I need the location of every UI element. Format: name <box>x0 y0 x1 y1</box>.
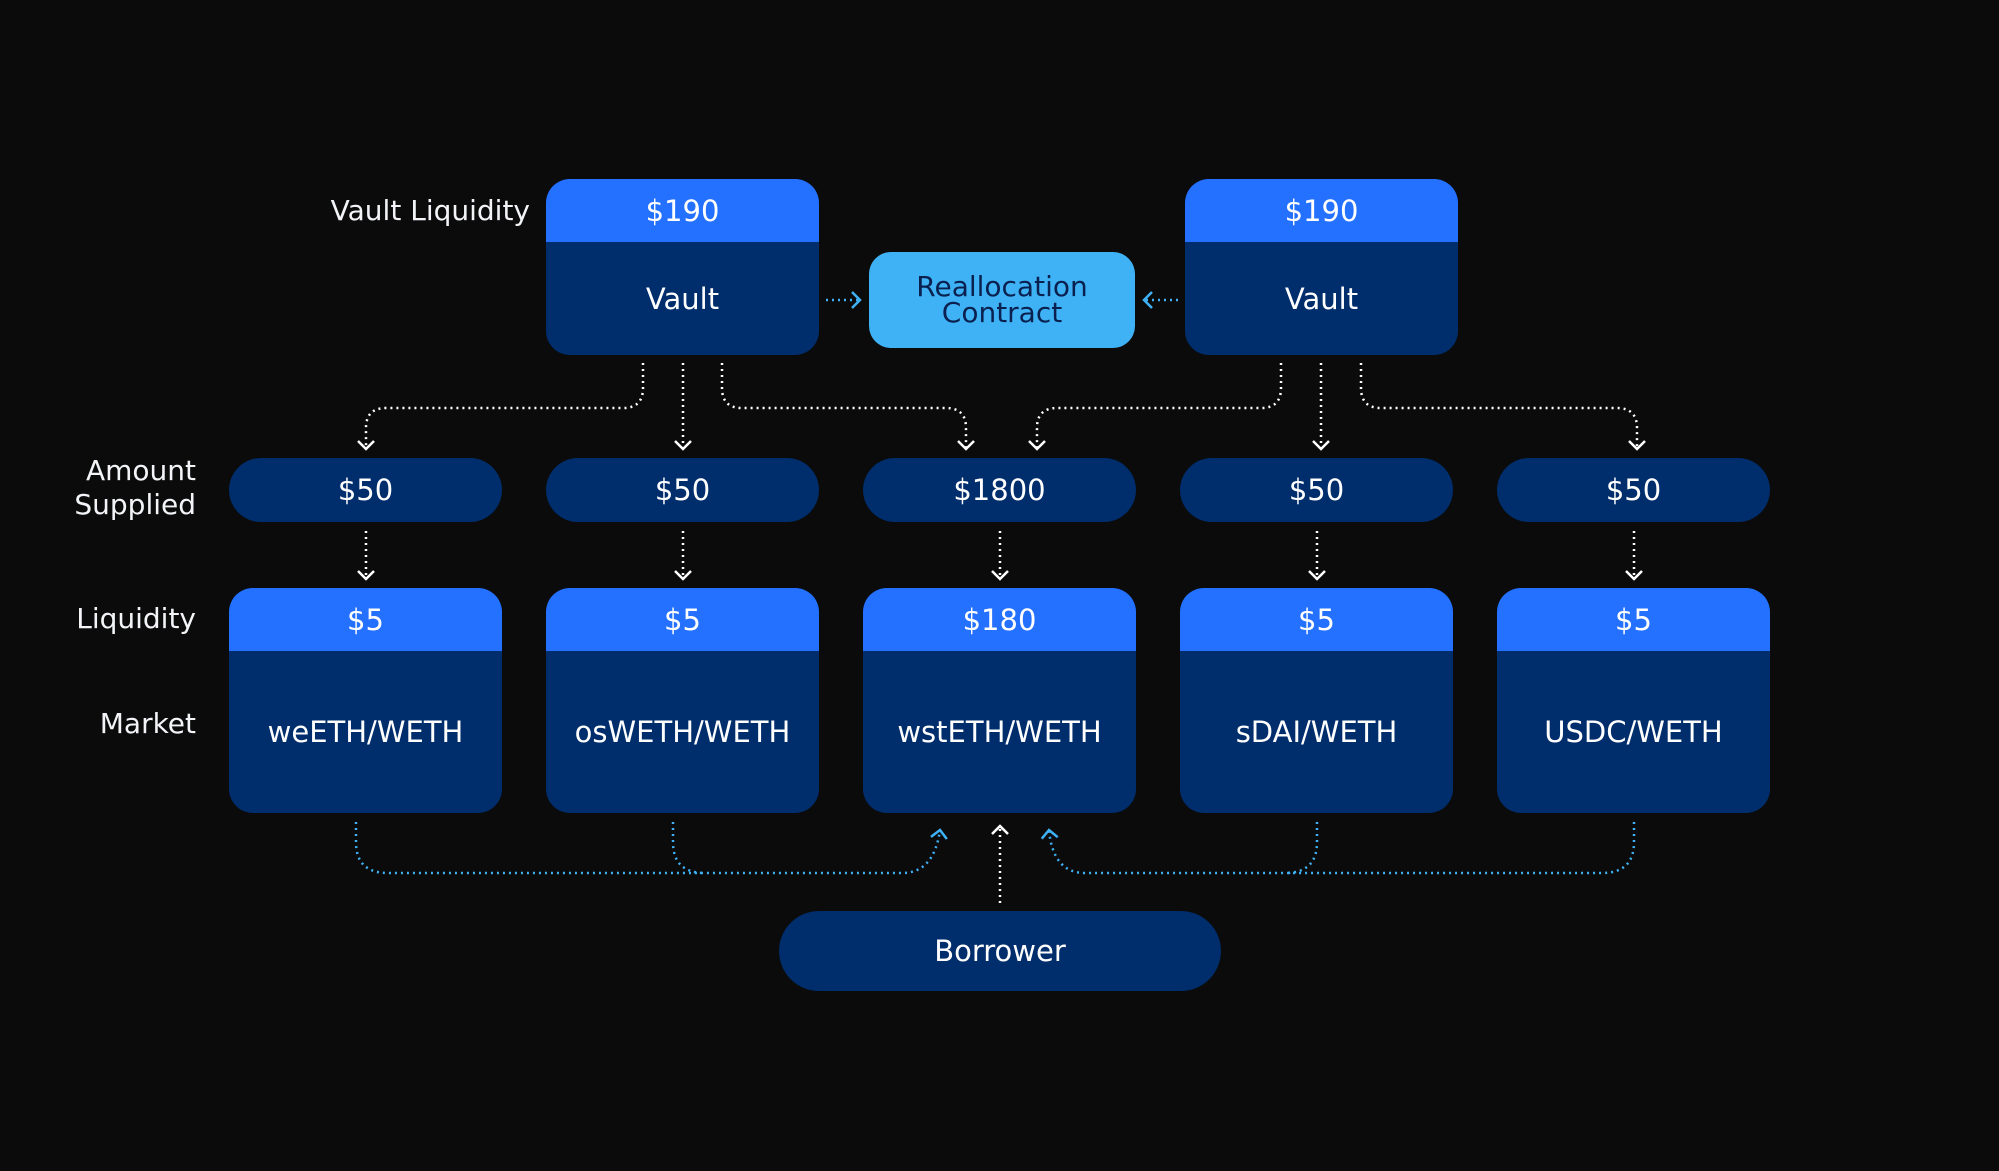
supplied-pill-2[interactable]: $50 <box>546 458 819 522</box>
reallocation-line1: Reallocation <box>916 270 1088 303</box>
market-name: osWETH/WETH <box>574 715 791 749</box>
vault-liquidity-value: $190 <box>546 179 819 242</box>
reallocation-contract[interactable]: Reallocation Contract <box>869 252 1135 348</box>
market-name: weETH/WETH <box>267 715 464 749</box>
borrower-pill[interactable]: Borrower <box>779 911 1221 991</box>
supplied-pill-4[interactable]: $50 <box>1180 458 1453 522</box>
market-liquidity-value: $5 <box>546 588 819 651</box>
vault2-to-market5-arrow <box>1359 363 1646 451</box>
vault-name: Vault <box>645 281 720 316</box>
market-liquidity-value: $180 <box>863 588 1136 651</box>
market-liquidity-value: $5 <box>229 588 502 651</box>
realloc-flow-market2 <box>671 822 706 875</box>
supplied-pill-3[interactable]: $1800 <box>863 458 1136 522</box>
amount-supplied-label-line1: Amount <box>85 454 196 487</box>
realloc-flow-right <box>1040 822 1636 875</box>
vault-name: Vault <box>1284 281 1359 316</box>
market-name: USDC/WETH <box>1544 715 1723 749</box>
market-label: Market <box>99 707 196 740</box>
market-liquidity-value: $5 <box>1180 588 1453 651</box>
supplied-pill-1[interactable]: $50 <box>229 458 502 522</box>
amount-supplied-label: Amount Supplied <box>40 454 196 522</box>
vault-liquidity-label: Vault Liquidity <box>330 194 530 227</box>
realloc-flow-left <box>354 822 948 875</box>
reallocation-line2: Contract <box>941 296 1063 329</box>
market-card-3[interactable]: $180 wstETH/WETH <box>863 588 1136 813</box>
supplied-pill-5[interactable]: $50 <box>1497 458 1770 522</box>
realloc-flow-market4 <box>1284 822 1319 875</box>
vault1-to-market1-arrow <box>357 363 645 451</box>
vault-card-2[interactable]: $190 Vault <box>1185 179 1458 355</box>
market-name: sDAI/WETH <box>1235 715 1398 749</box>
market-card-5[interactable]: $5 USDC/WETH <box>1497 588 1770 813</box>
vault1-to-market3-arrow <box>720 363 975 451</box>
market-card-1[interactable]: $5 weETH/WETH <box>229 588 502 813</box>
vault-card-1[interactable]: $190 Vault <box>546 179 819 355</box>
market-card-4[interactable]: $5 sDAI/WETH <box>1180 588 1453 813</box>
vault-liquidity-value: $190 <box>1185 179 1458 242</box>
market-liquidity-value: $5 <box>1497 588 1770 651</box>
vault2-to-market3-arrow <box>1028 363 1283 451</box>
market-name: wstETH/WETH <box>897 715 1102 749</box>
liquidity-label: Liquidity <box>76 602 196 635</box>
market-card-2[interactable]: $5 osWETH/WETH <box>546 588 819 813</box>
amount-supplied-label-line2: Supplied <box>74 488 196 521</box>
